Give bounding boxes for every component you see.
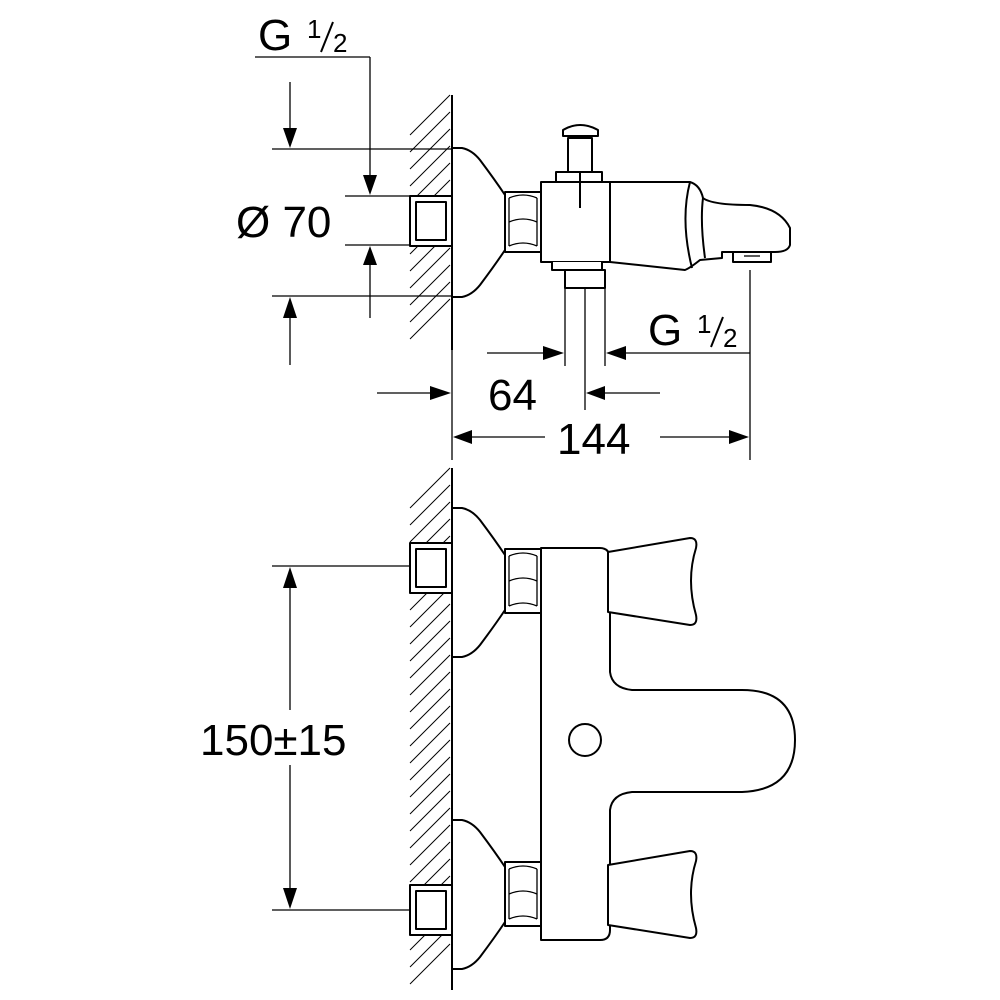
escutcheon-upper [451, 507, 506, 658]
diameter-label: Ø 70 [236, 198, 331, 247]
thread-label-spout: G 1 2 [648, 306, 737, 355]
front-view: 150±15 [200, 467, 796, 990]
mixer-body-front [540, 547, 796, 941]
dimension-lines-top [255, 56, 751, 460]
outlet-circle [568, 723, 602, 757]
spout-top [609, 181, 791, 271]
wall-connector-upper [409, 542, 453, 594]
depth-label: 144 [557, 415, 630, 464]
mixer-body-top [540, 124, 611, 289]
side-view: G 1 2 Ø 70 G 1 2 64 144 [236, 11, 791, 464]
hex-nut-top [504, 191, 542, 253]
svg-text:2: 2 [333, 28, 347, 58]
svg-text:G: G [648, 306, 682, 355]
handle-upper [607, 537, 698, 626]
spacing-label: 150±15 [200, 716, 347, 765]
wall-connector-lower [409, 884, 453, 936]
svg-text:1: 1 [697, 309, 711, 339]
thread-label-top: G 1 2 [258, 11, 347, 60]
escutcheon-lower [451, 819, 506, 970]
wall-connector-top [409, 195, 453, 247]
hex-nut-upper [504, 548, 542, 614]
svg-text:2: 2 [723, 323, 737, 353]
hex-nut-lower [504, 861, 542, 927]
handle-lower [607, 850, 698, 939]
svg-text:1: 1 [307, 14, 321, 44]
dimension-lines-bottom [272, 565, 410, 911]
offset-label: 64 [488, 371, 537, 420]
svg-text:G: G [258, 11, 292, 60]
escutcheon-top [451, 147, 506, 298]
